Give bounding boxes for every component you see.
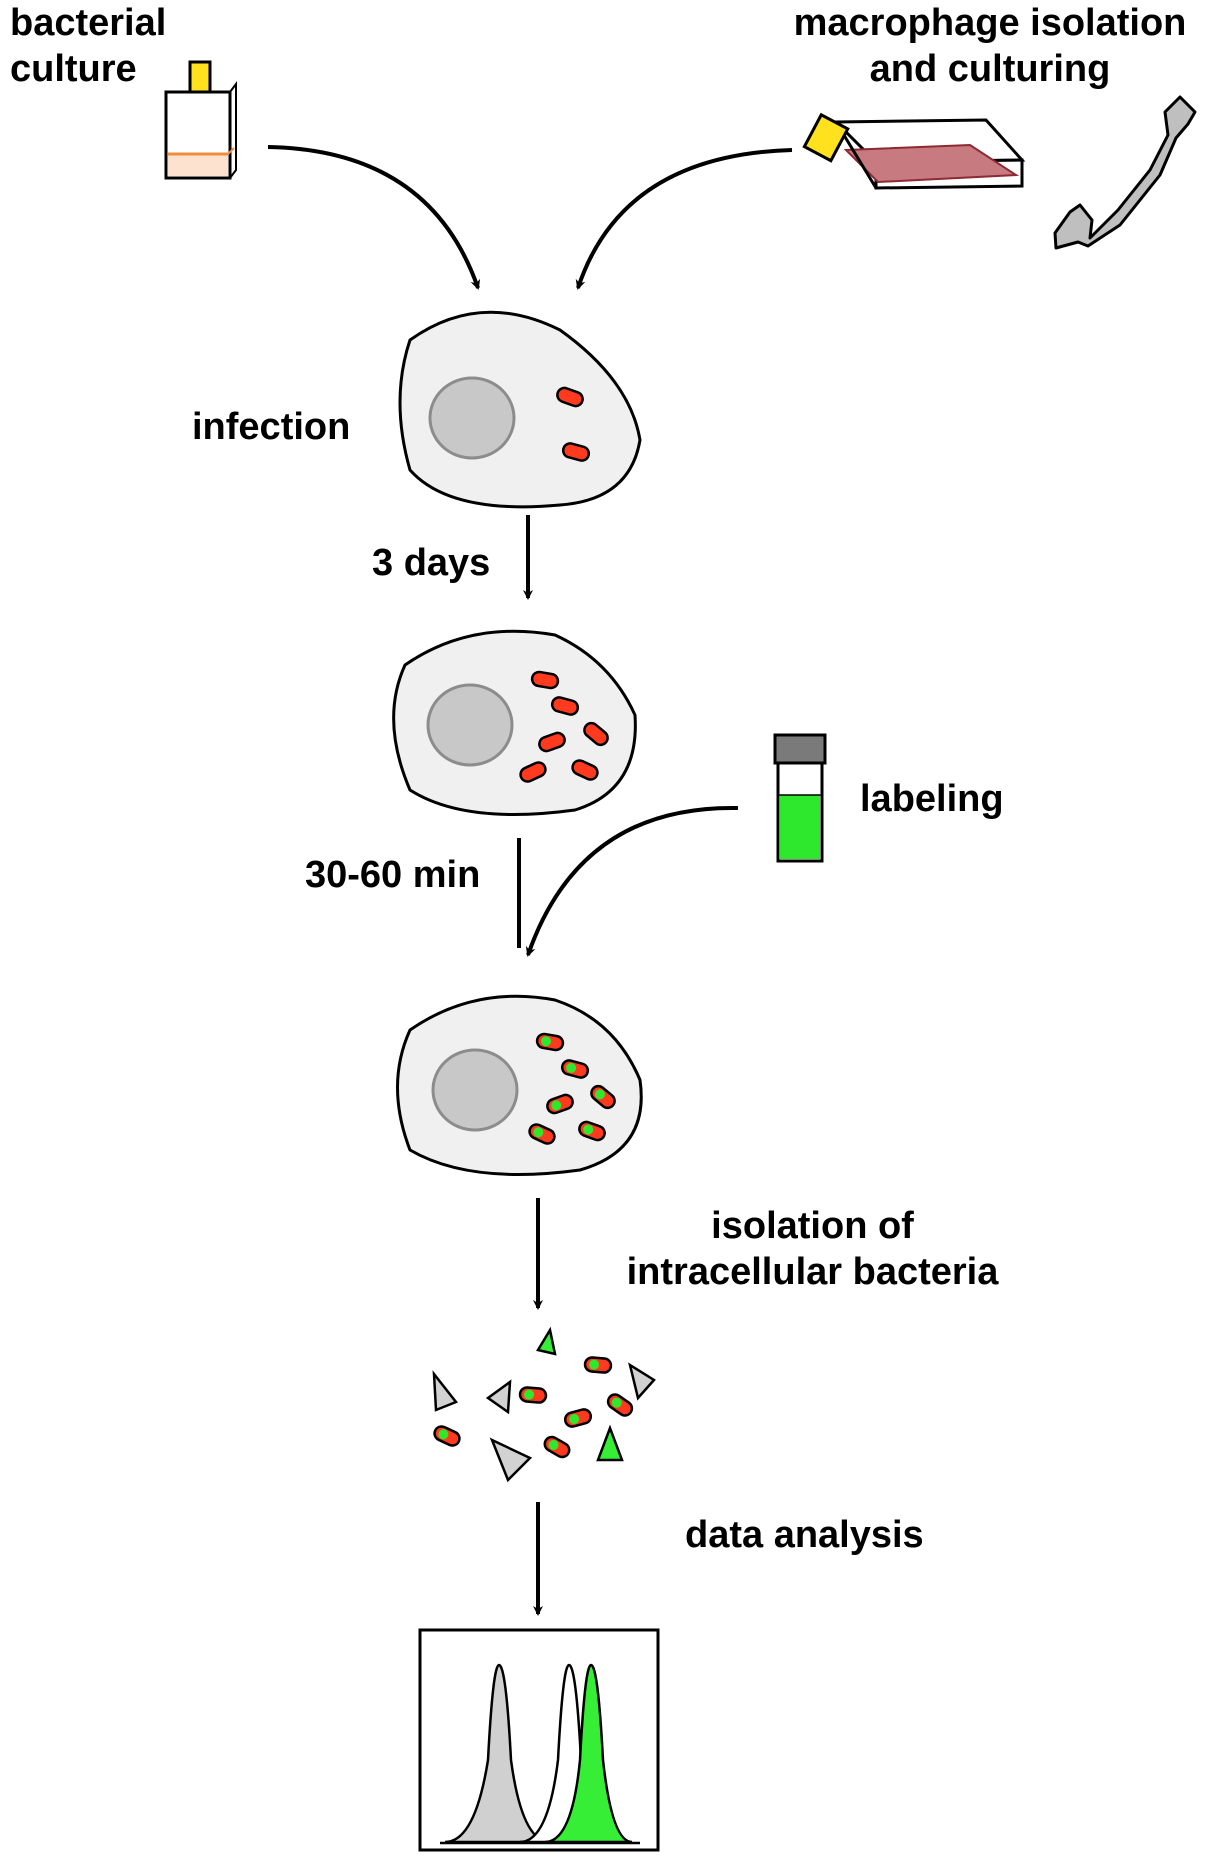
- labeled-bacterium: [583, 1356, 613, 1374]
- debris-fragment: [489, 1437, 533, 1483]
- labeled-bacterium: [518, 1386, 548, 1404]
- labeled-bacterium: [546, 1093, 574, 1115]
- labeled-bacterium: [535, 1032, 565, 1052]
- macrophage-label-line1: macrophage isolation: [793, 2, 1187, 44]
- data-analysis-label: data analysis: [685, 1514, 924, 1556]
- bacterium: [556, 386, 584, 408]
- isolated-bacteria-and-debris: [432, 1326, 656, 1483]
- labeling-label: labeling: [860, 778, 1004, 820]
- debris-fragment: [432, 1370, 459, 1412]
- arrow-macrophage-to-infection: [575, 148, 793, 290]
- bacterium: [530, 670, 560, 690]
- bacterium: [571, 759, 599, 781]
- bacterial-culture-label: bacterial culture: [10, 0, 166, 92]
- flow-cytometry-histogram-icon: [418, 1628, 660, 1852]
- debris-fragment: [628, 1362, 656, 1401]
- arrow-labeling: [525, 805, 739, 957]
- bacterium: [583, 721, 609, 747]
- macrophage-label: macrophage isolation and culturing: [770, 0, 1210, 92]
- macrophage-cell-infected: [398, 310, 642, 509]
- bacterium: [519, 761, 547, 783]
- labeled-fragment: [596, 1424, 624, 1462]
- isolation-label-line2: intracellular bacteria: [626, 1251, 999, 1293]
- infection-label: infection: [192, 406, 351, 448]
- isolation-label-line1: isolation of: [711, 1205, 914, 1247]
- labeled-bacterium: [543, 1435, 571, 1459]
- fluorescent-dye-vial-icon: [773, 733, 827, 863]
- three-days-label: 3 days: [372, 542, 491, 584]
- arrow-culture-to-infection: [267, 145, 481, 290]
- culture-bottle-icon: [164, 60, 237, 180]
- macrophage-cell-replicating: [392, 629, 637, 816]
- labeled-bacterium: [528, 1123, 556, 1145]
- bacterium: [550, 696, 580, 716]
- bacterium: [538, 731, 566, 753]
- bacterium: [561, 442, 591, 462]
- labeled-bacterium: [560, 1059, 590, 1079]
- macrophage-cell-labeled: [396, 994, 643, 1176]
- labeled-bacterium: [433, 1425, 461, 1447]
- bone-icon: [1053, 95, 1197, 250]
- macrophage-label-line2: and culturing: [869, 48, 1111, 90]
- bacterial-culture-label-line1: bacterial: [10, 2, 167, 44]
- labeled-bacterium: [590, 1084, 616, 1110]
- isolation-label: isolation of intracellular bacteria: [600, 1203, 1025, 1295]
- labeled-bacterium: [606, 1393, 634, 1417]
- bacterial-culture-label-line2: culture: [10, 48, 137, 90]
- debris-fragment: [485, 1379, 512, 1415]
- labeled-bacterium: [563, 1408, 593, 1428]
- labeled-bacterium: [578, 1120, 606, 1142]
- cell-culture-flask-icon: [802, 112, 1026, 190]
- labeled-fragment: [536, 1326, 557, 1356]
- time-30-60-min-label: 30-60 min: [305, 854, 481, 896]
